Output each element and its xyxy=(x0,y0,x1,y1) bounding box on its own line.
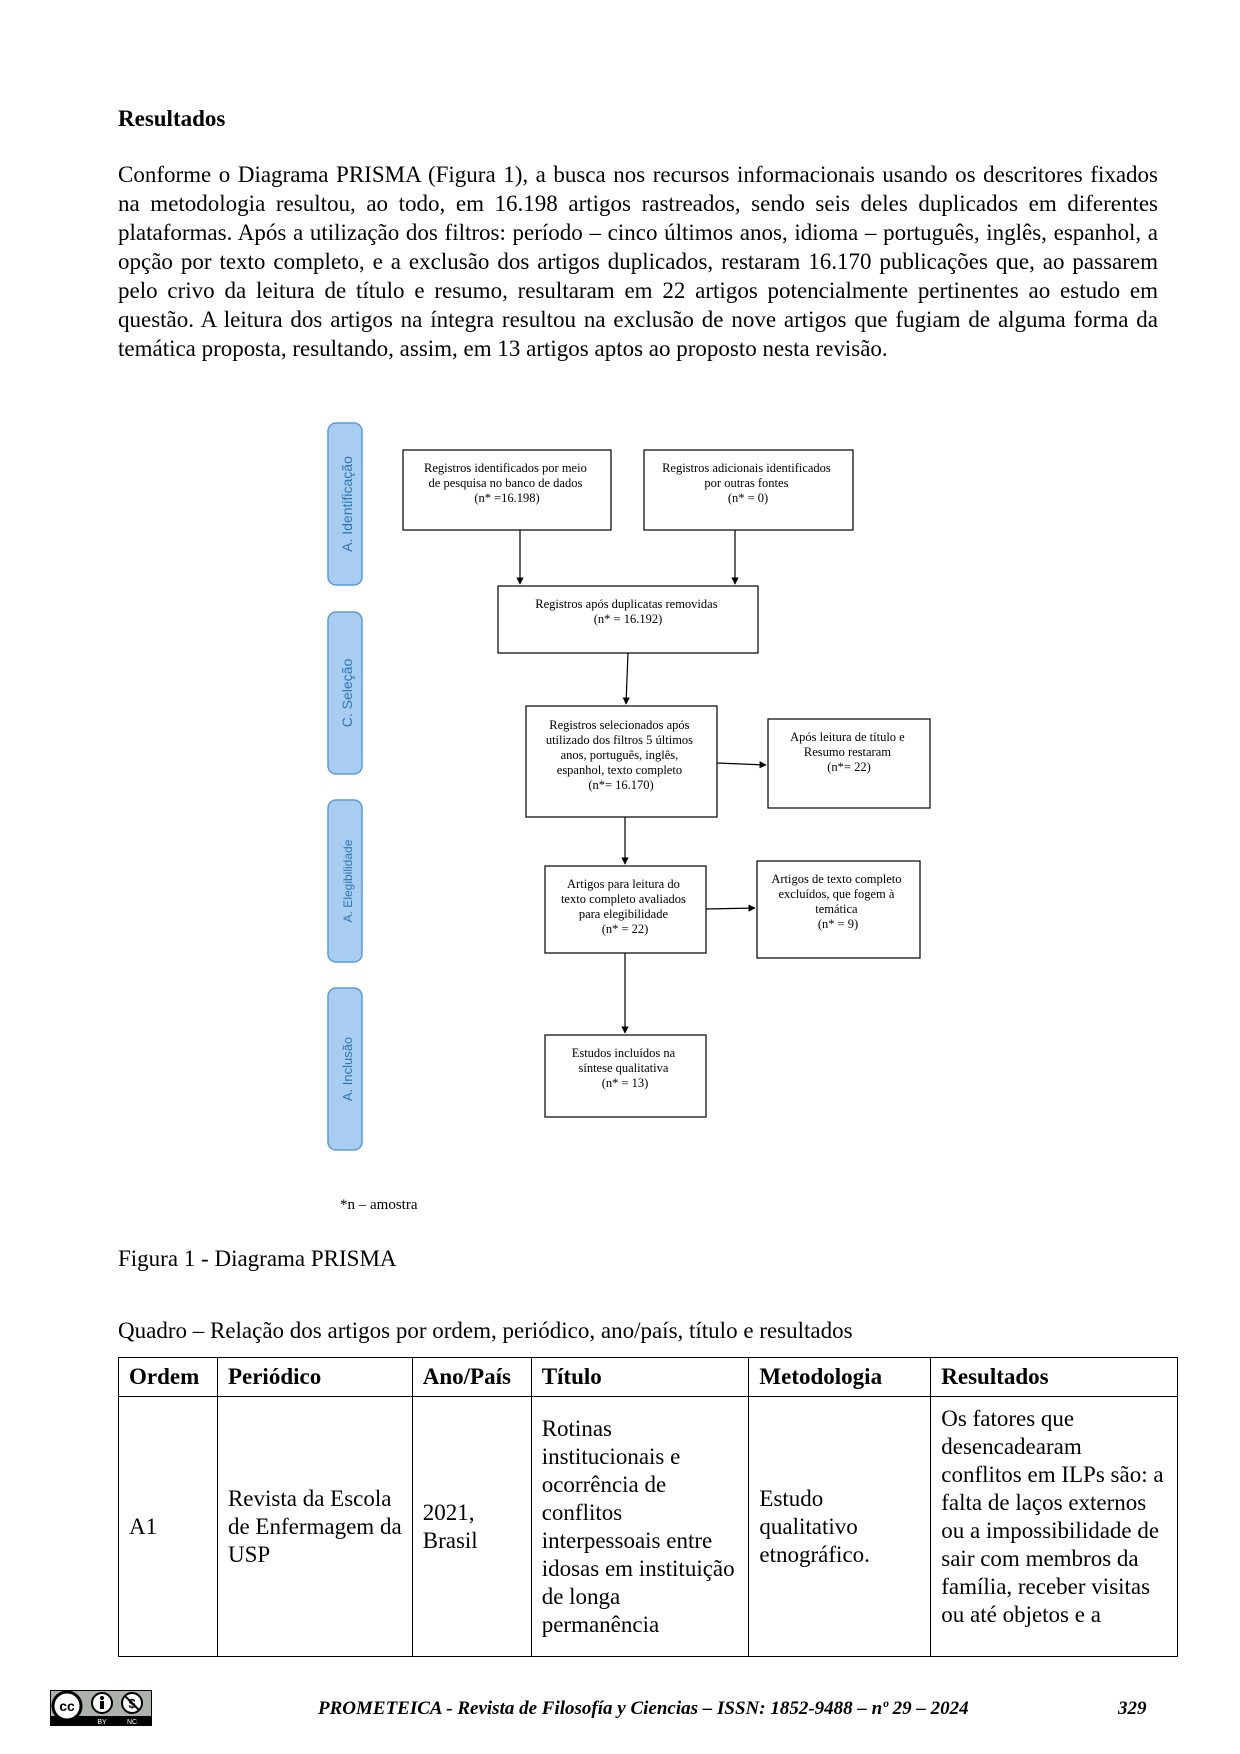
svg-text:Registros selecionados após: Registros selecionados após utilizado do… xyxy=(546,718,696,792)
table-row: A1 Revista da Escola de Enfermagem da US… xyxy=(118,1396,1178,1657)
table-header-row: Ordem Periódico Ano/País Título Metodolo… xyxy=(118,1357,1178,1397)
svg-text:Registros após duplicatas remo: Registros após duplicatas removidas (n* … xyxy=(535,597,720,626)
quadro-caption: Quadro – Relação dos artigos por ordem, … xyxy=(118,1318,853,1343)
box-incluidos: Estudos incluídos na síntese qualitativa… xyxy=(544,1034,707,1118)
header-ordem: Ordem xyxy=(118,1357,218,1397)
svg-text:Artigos de texto completo: Artigos de texto completo excluídos, que… xyxy=(771,872,904,931)
header-metodologia: Metodologia xyxy=(748,1357,932,1397)
cell-ano-pais: 2021, Brasil xyxy=(411,1396,532,1657)
svg-text:Registros identificados por me: Registros identificados por meio de pesq… xyxy=(424,461,590,505)
diagram-footnote: *n – amostra xyxy=(340,1197,418,1213)
journal-footer: PROMETEICA - Revista de Filosofía y Cien… xyxy=(318,1698,969,1719)
box-registros-outras: Registros adicionais identificados por o… xyxy=(643,449,854,531)
svg-text:Artigos para leitura do: Artigos para leitura do texto completo a… xyxy=(561,877,689,936)
header-resultados: Resultados xyxy=(930,1357,1178,1397)
results-paragraph: Conforme o Diagrama PRISMA (Figura 1), a… xyxy=(118,162,1158,361)
box-artigos-leitura: Artigos para leitura do texto completo a… xyxy=(544,865,707,954)
stage-elegibilidade: A. Elegibilidade xyxy=(327,799,363,963)
stage-inclusao: A. Inclusão xyxy=(327,987,363,1151)
svg-text:NC: NC xyxy=(127,1719,137,1726)
cell-resultados: Os fatores que desencadearam conflitos e… xyxy=(930,1396,1178,1657)
cc-license-badge: cc $ BY NC xyxy=(50,1690,152,1726)
box-excluidos: Artigos de texto completo excluídos, que… xyxy=(756,860,921,959)
svg-text:Após leitura de título e: Após leitura de título e Resumo restaram… xyxy=(790,730,908,774)
stage-identificacao: A. Identificação xyxy=(327,422,363,586)
header-ano-pais: Ano/País xyxy=(411,1357,532,1397)
svg-text:A. Inclusão: A. Inclusão xyxy=(340,1037,355,1101)
diagram-arrows xyxy=(516,530,767,1034)
box-duplicatas: Registros após duplicatas removidas (n* … xyxy=(497,585,759,654)
box-apos-leitura: Após leitura de título e Resumo restaram… xyxy=(767,718,931,809)
svg-text:Registros adicionais identific: Registros adicionais identificados por o… xyxy=(662,461,834,505)
figure-caption: Figura 1 - Diagrama PRISMA xyxy=(118,1246,397,1271)
cell-periodico: Revista da Escola de Enfermagem da USP xyxy=(216,1396,413,1657)
header-periodico: Periódico xyxy=(216,1357,413,1397)
svg-text:A. Elegibilidade: A. Elegibilidade xyxy=(341,839,355,922)
box-selecionados: Registros selecionados após utilizado do… xyxy=(525,705,718,818)
cell-metodologia: Estudo qualitativo etnográfico. xyxy=(748,1396,932,1657)
articles-table: Ordem Periódico Ano/País Título Metodolo… xyxy=(118,1357,1178,1657)
svg-text:Estudos incluídos na sín: Estudos incluídos na síntese qualitativa… xyxy=(572,1046,679,1090)
stage-selecao: C. Seleção xyxy=(327,611,363,775)
header-titulo: Título xyxy=(530,1357,750,1397)
svg-text:C. Seleção: C. Seleção xyxy=(339,659,355,728)
section-heading: Resultados xyxy=(118,106,226,131)
cell-titulo: Rotinas institucionais e ocorrência de c… xyxy=(530,1396,750,1657)
cell-ordem: A1 xyxy=(118,1396,218,1657)
svg-text:cc: cc xyxy=(59,1698,75,1714)
box-registros-banco: Registros identificados por meio de pesq… xyxy=(402,449,612,531)
svg-text:A. Identificação: A. Identificação xyxy=(339,456,355,552)
svg-text:BY: BY xyxy=(97,1719,107,1726)
page-number: 329 xyxy=(1118,1698,1147,1719)
